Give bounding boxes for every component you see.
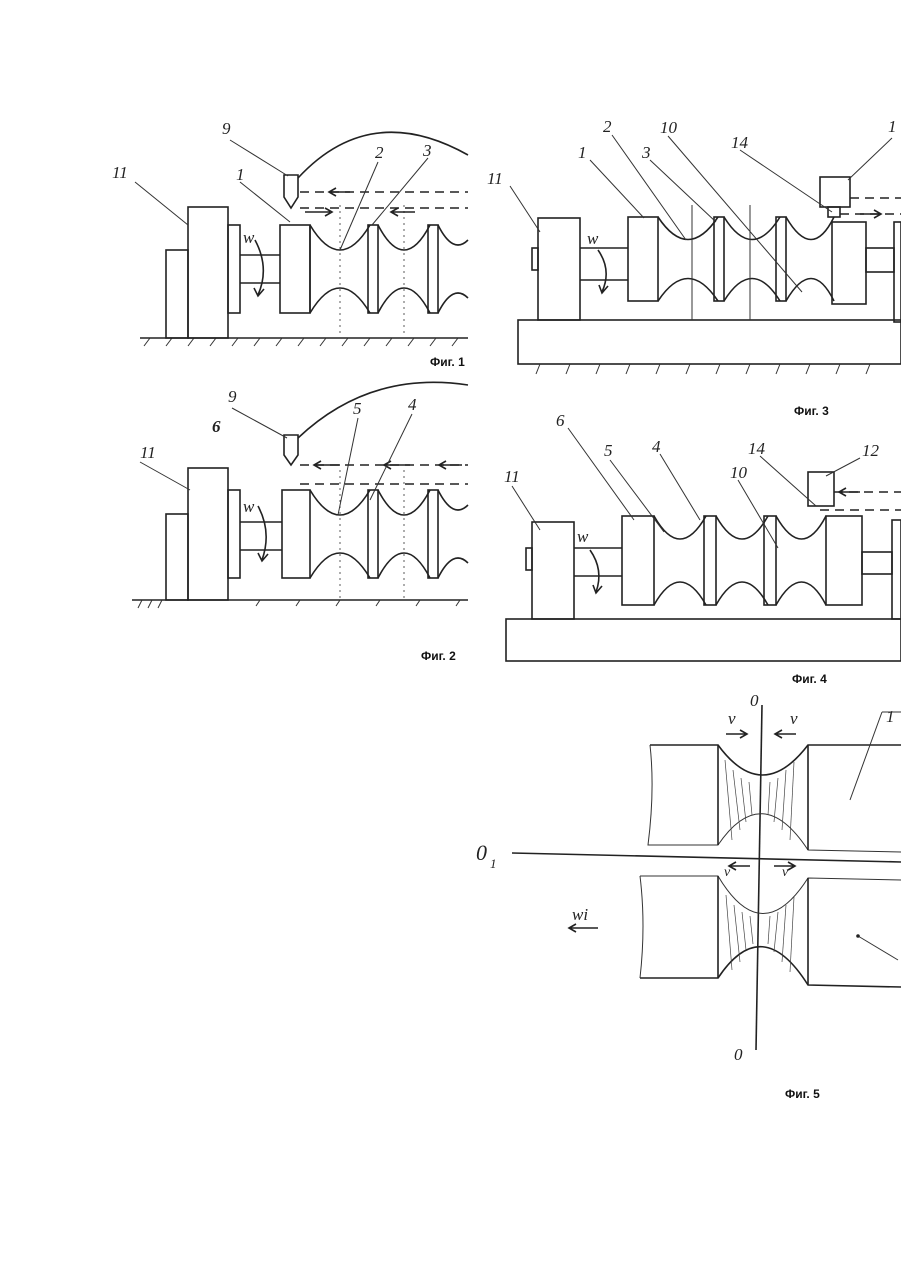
label-velocity-c: v <box>724 865 731 880</box>
label-tool-tip: 14 <box>748 439 766 458</box>
label-tool-tip: 14 <box>731 133 749 152</box>
label-groove-b: 4 <box>652 437 661 456</box>
caption-fig-3: Фиг. 3 <box>794 404 829 418</box>
machine-bed <box>506 619 901 661</box>
chuck-body <box>188 207 228 338</box>
caption-fig-2: Фиг. 2 <box>421 649 456 663</box>
label-section: 6 <box>556 411 565 430</box>
label-groove-a: 2 <box>375 143 384 162</box>
ground-hatch <box>144 338 458 346</box>
label-tool-head: 12 <box>862 441 880 460</box>
label-axis-bottom: 0 <box>734 1045 743 1064</box>
label-zone: 10 <box>660 118 678 137</box>
label-rotation: w <box>243 497 255 516</box>
cutting-tool <box>284 175 298 208</box>
label-velocity-a: v <box>728 709 736 728</box>
label-chuck: 11 <box>140 443 156 462</box>
label-tool: 9 <box>228 387 237 406</box>
groove-profile-1 <box>310 225 370 313</box>
chuck-jaw <box>228 225 240 313</box>
caption-fig-4: Фиг. 4 <box>792 672 827 686</box>
caption-fig-5: Фиг. 5 <box>785 1087 820 1101</box>
blank-end <box>280 225 310 313</box>
label-zone: 10 <box>730 463 748 482</box>
figure-2: w 11 9 6 5 4 Фиг. 2 <box>132 382 468 663</box>
figure-1: w 11 9 1 2 3 Фиг. 1 <box>112 119 468 369</box>
label-chuck: 11 <box>487 169 503 188</box>
label-rotation: w <box>577 527 589 546</box>
label-axis-side-sub: 1 <box>490 856 497 871</box>
chuck-base <box>166 250 188 338</box>
label-groove-b: 4 <box>408 395 417 414</box>
label-groove-b: 3 <box>422 141 432 160</box>
label-rotation: w <box>587 229 599 248</box>
machine-bed <box>518 320 901 364</box>
label-rotation: w <box>243 228 255 247</box>
tool-head <box>820 177 850 207</box>
groove-profile-2 <box>378 225 430 313</box>
figure-4: w 11 6 5 4 10 14 12 Фиг. 4 <box>504 411 901 686</box>
label-feed: wi <box>572 905 588 924</box>
label-blank: 1 <box>578 143 587 162</box>
label-axis-top: 0 <box>750 691 759 710</box>
label-groove-a: 5 <box>604 441 613 460</box>
figure-3: w 11 1 2 3 10 14 1 Фиг. 3 <box>487 117 901 418</box>
label-groove-a: 5 <box>353 399 362 418</box>
label-velocity-d: v <box>782 865 789 880</box>
tool-head <box>808 472 834 506</box>
label-blank: 1 <box>236 165 245 184</box>
hatch-lower <box>726 895 794 972</box>
label-chuck: 11 <box>504 467 520 486</box>
label-groove-b: 3 <box>641 143 651 162</box>
label-velocity-b: v <box>790 709 798 728</box>
label-part-ref: 1 <box>886 707 895 726</box>
label-section-mark: 6 <box>212 417 221 436</box>
label-chuck: 11 <box>112 163 128 182</box>
reference-dot <box>856 934 860 938</box>
label-groove-a: 2 <box>603 117 612 136</box>
label-tool-head: 1 <box>888 117 897 136</box>
rotation-arrow <box>254 240 264 296</box>
label-axis-side: 0 <box>476 840 487 865</box>
axis-horizontal <box>512 853 901 862</box>
label-tool: 9 <box>222 119 231 138</box>
axis-vertical <box>756 705 762 1050</box>
caption-fig-1: Фиг. 1 <box>430 355 465 369</box>
figure-5: 0 0 0 1 v v <box>476 691 901 1101</box>
